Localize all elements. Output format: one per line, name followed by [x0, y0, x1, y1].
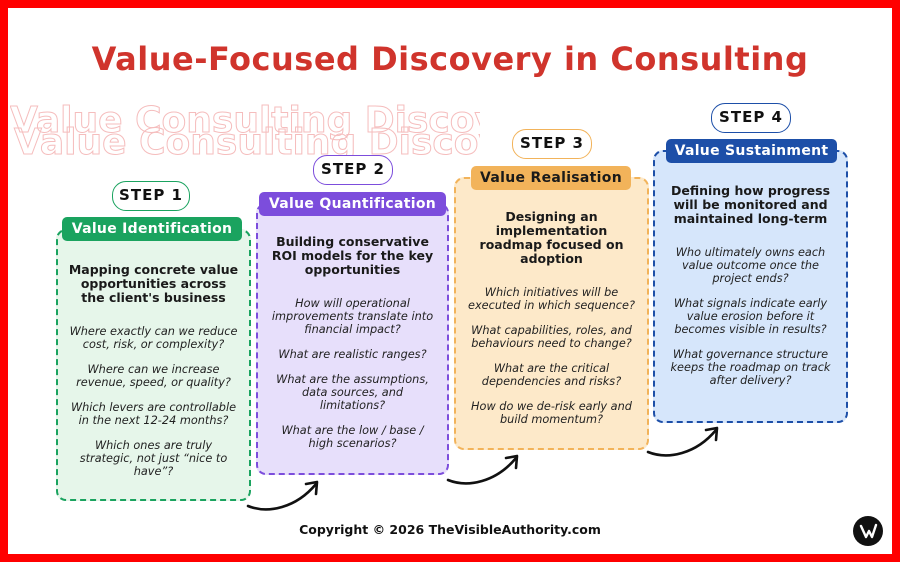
step-1-heading: Mapping concrete value opportunities acr… — [68, 262, 239, 305]
step-2-questions: How will operational improvements transl… — [268, 297, 437, 450]
step-2-question-3: What are the assumptions, data sources, … — [276, 373, 429, 412]
step-3-to-4-arrow-icon — [646, 426, 719, 457]
step-4-question-3: What governance structure keeps the road… — [670, 348, 831, 387]
step-4-badge: STEP 4 — [711, 103, 791, 133]
step-2-badge: STEP 2 — [313, 155, 393, 185]
step-2-question-4: What are the low / base / high scenarios… — [281, 424, 424, 450]
step-2-question-2: What are realistic ranges? — [278, 348, 427, 361]
step-4-questions: Who ultimately owns each value outcome o… — [665, 246, 836, 387]
step-1-question-3: Which levers are controllable in the nex… — [70, 401, 237, 427]
step-3-title-label: Value Realisation — [471, 166, 631, 190]
brand-logo-icon — [853, 516, 883, 546]
step-1-to-2-arrow-icon — [246, 480, 319, 511]
step-3-heading: Designing an implementation roadmap focu… — [479, 209, 624, 266]
copyright-text: Copyright © 2026 TheVisibleAuthority.com — [299, 522, 601, 537]
step-3-questions: Which initiatives will be executed in wh… — [466, 286, 637, 426]
step-2-title-label: Value Quantification — [259, 192, 446, 216]
page-title: Value-Focused Discovery in Consulting — [91, 40, 809, 78]
step-4-question-1: Who ultimately owns each value outcome o… — [675, 246, 826, 285]
step-3-card: Designing an implementation roadmap focu… — [454, 177, 649, 450]
step-1-question-2: Where can we increase revenue, speed, or… — [76, 363, 231, 389]
step-2-question-1: How will operational improvements transl… — [271, 297, 434, 336]
step-1-question-4: Which ones are truly strategic, not just… — [79, 439, 228, 478]
step-1-card: Mapping concrete value opportunities acr… — [56, 229, 251, 501]
step-4-title-label: Value Sustainment — [666, 139, 837, 163]
step-4-heading: Defining how progress will be monitored … — [670, 183, 831, 226]
step-3-question-4: How do we de-risk early and build moment… — [471, 400, 632, 426]
step-1-title-label: Value Identification — [62, 217, 242, 241]
faded-title-watermark: Value Consulting Discove Value Consultin… — [10, 100, 480, 160]
step-1-question-1: Where exactly can we reduce cost, risk, … — [69, 325, 238, 351]
step-4-card: Defining how progress will be monitored … — [653, 150, 848, 423]
step-3-question-1: Which initiatives will be executed in wh… — [468, 286, 635, 312]
step-3-badge: STEP 3 — [512, 129, 592, 159]
step-3-question-2: What capabilities, roles, and behaviours… — [471, 324, 632, 350]
step-2-card: Building conservative ROI models for the… — [256, 203, 449, 475]
step-4-question-2: What signals indicate early value erosio… — [673, 297, 828, 336]
step-1-questions: Where exactly can we reduce cost, risk, … — [68, 325, 239, 478]
step-1-badge: STEP 1 — [112, 181, 190, 211]
step-2-to-3-arrow-icon — [446, 454, 519, 485]
step-2-heading: Building conservative ROI models for the… — [271, 234, 434, 277]
step-3-question-3: What are the critical dependencies and r… — [481, 362, 622, 388]
